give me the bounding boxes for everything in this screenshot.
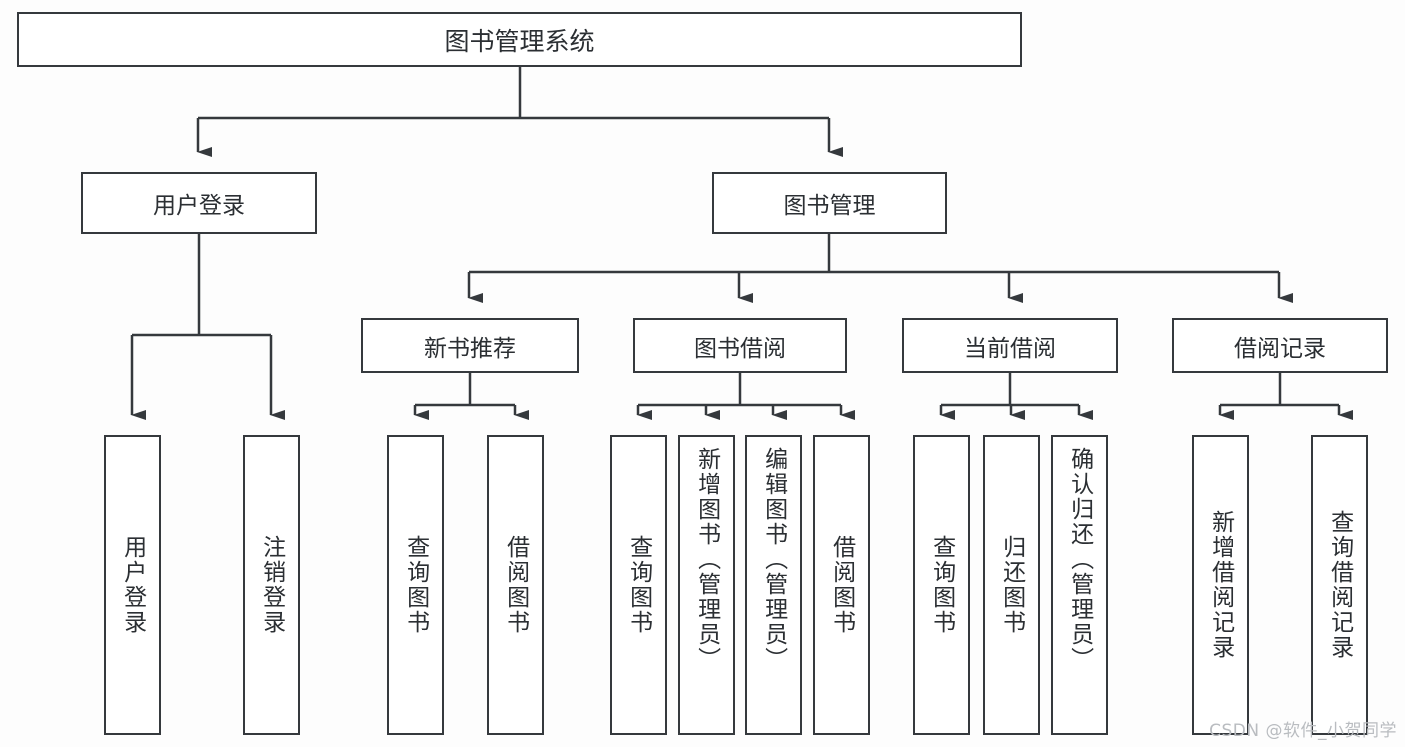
leaf-confirm-return-admin[interactable]: 确认归还（管理员） [1051, 435, 1108, 735]
node-current-borrow[interactable]: 当前借阅 [902, 318, 1118, 373]
leaf-query-book-borrow[interactable]: 查询图书 [610, 435, 667, 735]
leaf-query-borrow-record[interactable]: 查询借阅记录 [1311, 435, 1368, 735]
node-label: 确认归还（管理员） [1066, 447, 1093, 672]
node-label: 用户登录 [119, 535, 146, 635]
node-label: 借阅图书 [502, 535, 529, 635]
node-label: 注销登录 [258, 535, 285, 635]
watermark: CSDN @软件_小贺同学 [1209, 721, 1397, 741]
node-label: 借阅图书 [828, 535, 855, 635]
leaf-query-book-recommend[interactable]: 查询图书 [387, 435, 444, 735]
leaf-user-logout[interactable]: 注销登录 [243, 435, 300, 735]
node-label: 归还图书 [998, 535, 1025, 635]
leaf-borrow-book-recommend[interactable]: 借阅图书 [487, 435, 544, 735]
node-book-borrow[interactable]: 图书借阅 [633, 318, 847, 373]
node-label: 编辑图书（管理员） [760, 447, 787, 672]
node-new-book-recommend[interactable]: 新书推荐 [361, 318, 579, 373]
node-label: 用户登录 [153, 193, 245, 219]
node-book-management[interactable]: 图书管理 [712, 172, 947, 234]
leaf-query-book-current[interactable]: 查询图书 [913, 435, 970, 735]
node-label: 图书管理 [783, 193, 876, 219]
node-label: 图书管理系统 [444, 26, 595, 56]
leaf-add-borrow-record[interactable]: 新增借阅记录 [1192, 435, 1249, 735]
node-label: 新增借阅记录 [1207, 510, 1234, 660]
leaf-edit-book-admin[interactable]: 编辑图书（管理员） [745, 435, 802, 735]
node-label: 借阅记录 [1234, 335, 1326, 362]
leaf-return-book[interactable]: 归还图书 [983, 435, 1040, 735]
node-user-login[interactable]: 用户登录 [81, 172, 317, 234]
node-label: 当前借阅 [964, 335, 1056, 362]
node-root-book-management-system[interactable]: 图书管理系统 [17, 12, 1022, 67]
node-label: 查询图书 [928, 535, 955, 635]
node-label: 查询图书 [402, 535, 429, 635]
leaf-user-login[interactable]: 用户登录 [104, 435, 161, 735]
node-label: 图书借阅 [694, 335, 786, 362]
node-borrow-record[interactable]: 借阅记录 [1172, 318, 1388, 373]
node-label: 新书推荐 [424, 335, 516, 362]
leaf-borrow-book[interactable]: 借阅图书 [813, 435, 870, 735]
node-label: 查询图书 [625, 535, 652, 635]
leaf-add-book-admin[interactable]: 新增图书（管理员） [678, 435, 735, 735]
node-label: 查询借阅记录 [1326, 510, 1353, 660]
node-label: 新增图书（管理员） [693, 447, 720, 672]
